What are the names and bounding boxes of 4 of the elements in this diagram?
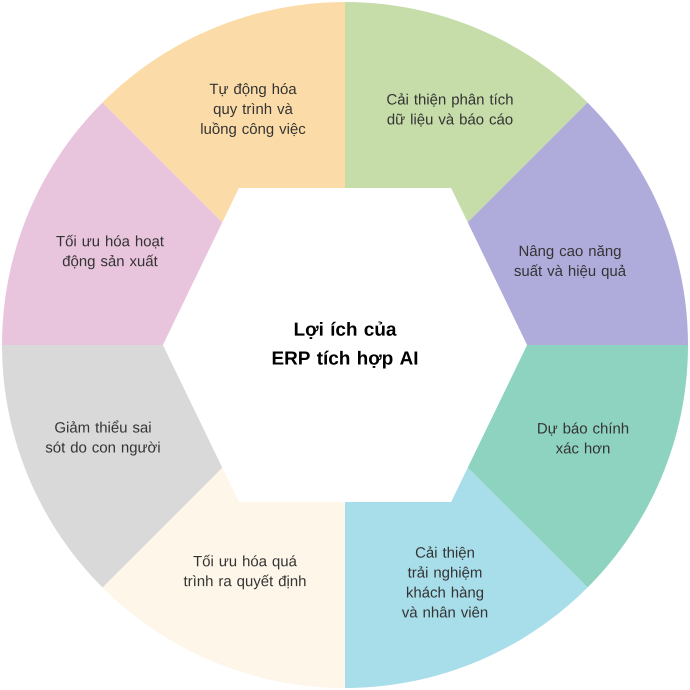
sector: Cải thiện phân tích dữ liệu và báo cáo bbox=[345, 2, 588, 222]
sector: Tự động hóa quy trình và luồng công việc bbox=[102, 2, 345, 222]
sector: Cải thiện trải nghiệm khách hàng và nhân viên bbox=[345, 468, 588, 688]
sector: Tối ưu hóa quá trình ra quyết định bbox=[102, 468, 345, 688]
